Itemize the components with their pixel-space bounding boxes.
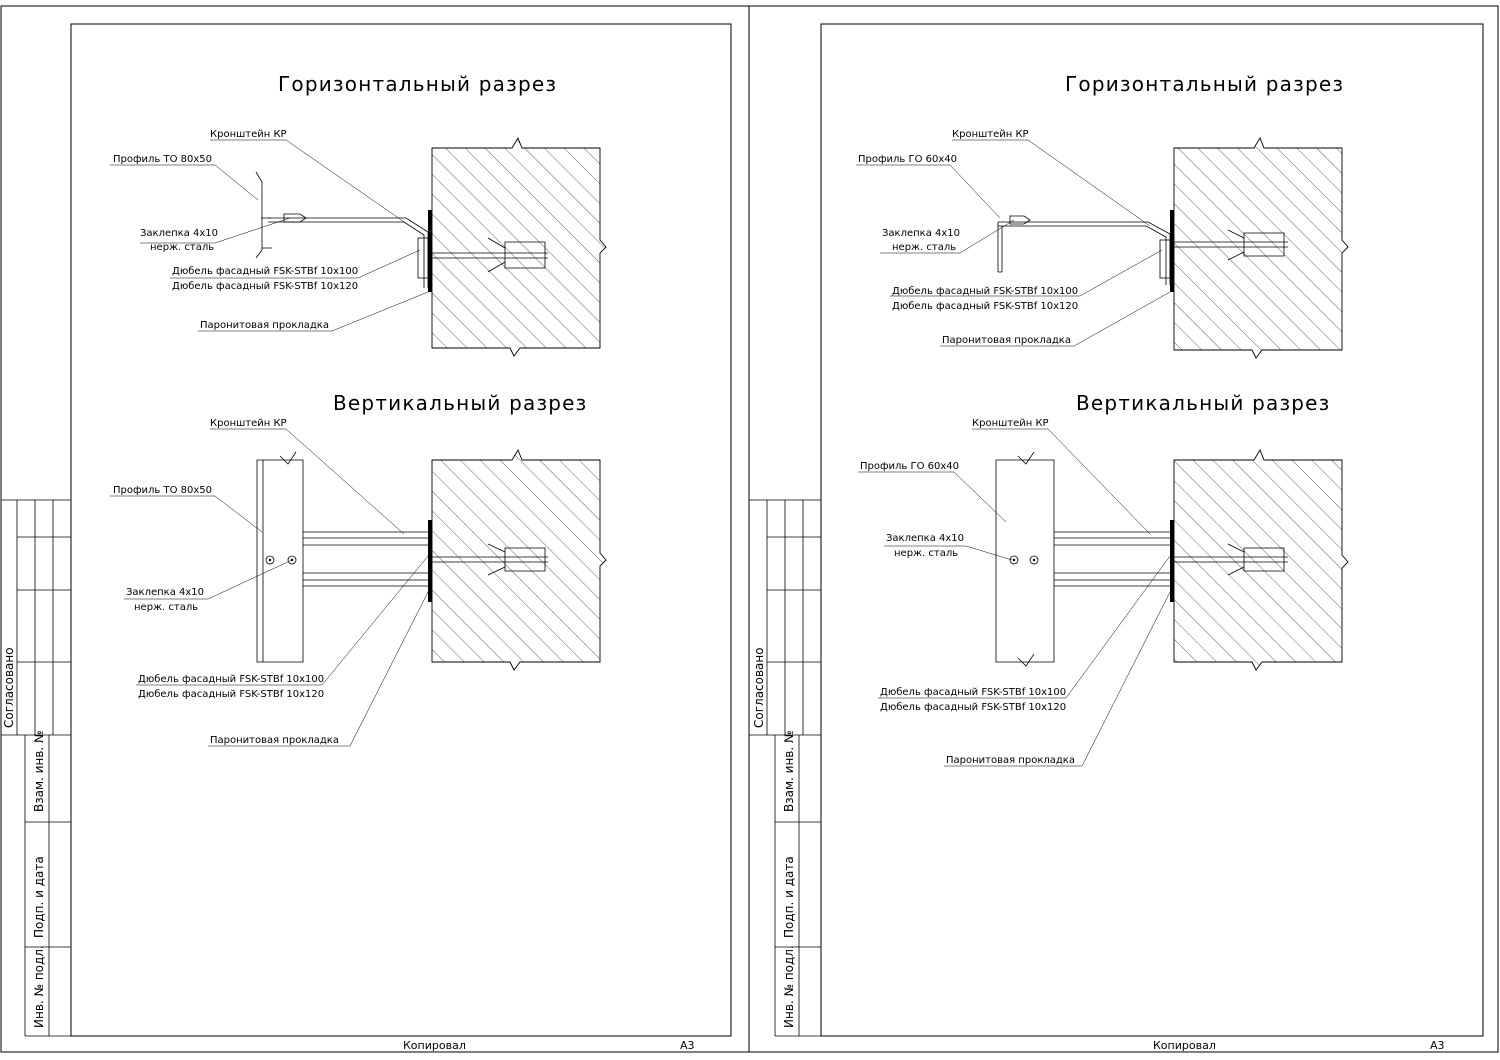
gasket-strip <box>428 520 432 602</box>
sign-date-label: Подп. и дата <box>32 856 46 938</box>
inv-original-label: Инв. № подл. <box>32 945 46 1028</box>
leader-profile <box>856 164 1001 219</box>
label-profile: Профиль ГО 60х40 <box>860 461 959 472</box>
leader-gasket <box>944 591 1171 767</box>
label-dowel-2: Дюбель фасадный FSK-STBf 10х120 <box>138 689 324 700</box>
label-rivet-1: Заклепка 4х10 <box>882 228 960 239</box>
section-title: Вертикальный разрез <box>333 391 588 415</box>
bracket-flange <box>417 237 429 279</box>
label-rivet-2: нерж. сталь <box>150 242 214 253</box>
concrete-wall <box>431 448 607 671</box>
leader-rivet <box>884 545 1013 561</box>
profile-to <box>256 451 304 663</box>
gasket-strip <box>1170 210 1174 292</box>
leader-profile <box>858 471 1007 523</box>
gasket-strip <box>1170 520 1174 602</box>
facade-dowel <box>1174 229 1288 261</box>
side-stamp: Согласовано Взам. инв. № Подп. и дата Ин… <box>749 499 821 1037</box>
agreed-label: Согласовано <box>752 647 766 728</box>
leader-profile <box>110 164 259 201</box>
leader-dowel <box>878 555 1171 699</box>
rivets <box>1009 555 1039 565</box>
leader-dowel <box>170 249 421 279</box>
label-rivet-1: Заклепка 4х10 <box>140 228 218 239</box>
vertical-section: Вертикальный разрез <box>858 391 1349 767</box>
label-profile: Профиль ГО 60х40 <box>858 154 957 165</box>
label-rivet-1: Заклепка 4х10 <box>886 533 964 544</box>
side-stamp: Согласовано Взам. инв. № Подп. и дата Ин… <box>1 499 71 1037</box>
leader-dowel <box>890 249 1163 297</box>
horizontal-section: Горизонтальный разрез Кронштейн КР Профи… <box>856 72 1349 359</box>
label-dowel-1: Дюбель фасадный FSK-STBf 10х100 <box>138 674 324 685</box>
label-dowel-1: Дюбель фасадный FSK-STBf 10х100 <box>880 687 1066 698</box>
leader-rivet <box>124 559 293 600</box>
agreed-label: Согласовано <box>2 647 16 728</box>
profile-to <box>255 171 272 259</box>
label-profile: Профиль ТО 80х50 <box>113 154 212 165</box>
label-gasket: Паронитовая прокладка <box>210 735 339 746</box>
concrete-wall <box>1173 448 1349 671</box>
leader-rivet <box>880 219 1015 254</box>
label-gasket: Паронитовая прокладка <box>942 335 1071 346</box>
leader-dowel <box>136 555 429 686</box>
inv-replace-label: Взам. инв. № <box>782 731 796 812</box>
label-dowel-2: Дюбель фасадный FSK-STBf 10х120 <box>880 702 1066 713</box>
bracket-kr <box>303 531 428 587</box>
leader-gasket <box>940 291 1171 347</box>
bracket-kr <box>1054 531 1170 587</box>
facade-dowel <box>432 237 548 273</box>
gasket-strip <box>428 210 432 292</box>
copied-label: Копировал <box>403 1039 466 1052</box>
bracket-flange <box>1159 239 1171 279</box>
sheet-1: Согласовано Взам. инв. № Подп. и дата Ин… <box>0 5 750 1053</box>
section-title: Горизонтальный разрез <box>1065 72 1344 96</box>
label-dowel-2: Дюбель фасадный FSK-STBf 10х120 <box>172 281 358 292</box>
concrete-wall <box>1173 136 1349 359</box>
rivet <box>283 213 307 223</box>
profile-go <box>997 222 1003 273</box>
leader-gasket <box>208 591 429 747</box>
format-label: А3 <box>1430 1039 1445 1052</box>
horizontal-section: Горизонтальный разрез Кронштейн КР Профи… <box>110 72 607 357</box>
facade-dowel <box>432 543 548 576</box>
label-bracket: Кронштейн КР <box>972 418 1049 429</box>
label-dowel-1: Дюбель фасадный FSK-STBf 10х100 <box>892 286 1078 297</box>
copied-label: Копировал <box>1153 1039 1216 1052</box>
inv-original-label: Инв. № подл. <box>782 945 796 1028</box>
leader-gasket <box>198 291 429 332</box>
label-dowel-2: Дюбель фасадный FSK-STBf 10х120 <box>892 301 1078 312</box>
label-bracket: Кронштейн КР <box>210 418 287 429</box>
label-rivet-2: нерж. сталь <box>134 602 198 613</box>
section-title: Вертикальный разрез <box>1076 391 1331 415</box>
profile-go <box>995 451 1055 667</box>
sign-date-label: Подп. и дата <box>782 856 796 938</box>
sheet-2: Согласовано Взам. инв. № Подп. и дата Ин… <box>748 5 1499 1053</box>
leader-bracket <box>210 428 405 535</box>
inv-replace-label: Взам. инв. № <box>32 731 46 812</box>
label-profile: Профиль ТО 80х50 <box>113 485 212 496</box>
label-dowel-1: Дюбель фасадный FSK-STBf 10х100 <box>172 266 358 277</box>
label-bracket: Кронштейн КР <box>210 129 287 140</box>
leader-bracket <box>210 139 411 227</box>
rivets <box>265 555 297 565</box>
leader-bracket <box>972 428 1151 535</box>
label-gasket: Паронитовая прокладка <box>946 755 1075 766</box>
vertical-section: Вертикальный разрез <box>110 391 607 747</box>
label-bracket: Кронштейн КР <box>952 129 1029 140</box>
leader-bracket <box>952 139 1151 227</box>
concrete-wall <box>431 136 607 357</box>
label-rivet-2: нерж. сталь <box>892 242 956 253</box>
label-rivet-1: Заклепка 4х10 <box>126 587 204 598</box>
leader-profile <box>110 495 263 533</box>
label-gasket: Паронитовая прокладка <box>200 320 329 331</box>
facade-dowel <box>1174 543 1288 576</box>
format-label: А3 <box>680 1039 695 1052</box>
section-title: Горизонтальный разрез <box>278 72 557 96</box>
leader-rivet <box>140 217 291 244</box>
label-rivet-2: нерж. сталь <box>894 548 958 559</box>
